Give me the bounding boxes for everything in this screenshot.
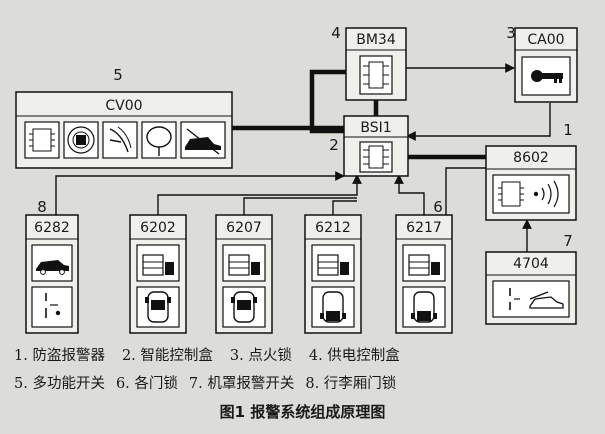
trunk-switch-icon <box>31 286 73 328</box>
ca00-code: CA00 <box>527 32 564 48</box>
bm34-number: 4 <box>331 24 341 42</box>
bsi1-number: 2 <box>329 136 339 154</box>
module-cv00: CV00 <box>15 91 233 169</box>
legend-row-2: 5. 多功能开关 6. 各门锁 7. 机罩报警开关 8. 行李厢门锁 <box>14 372 604 393</box>
wiper-icon <box>102 121 138 159</box>
module-4704: 4704 <box>485 251 577 325</box>
bsi1-code: BSI1 <box>360 120 391 136</box>
rotary-switch-icon <box>63 121 99 159</box>
trunk-car-icon <box>31 244 73 282</box>
legend-item: 1. 防盗报警器 <box>14 348 105 364</box>
legend-item: 8. 行李厢门锁 <box>305 376 397 392</box>
module-6217: 6217 <box>395 214 453 334</box>
legend-item: 2. 智能控制盒 <box>121 348 213 364</box>
bus-bm34-bsi-left <box>309 69 346 134</box>
bsi-relay-icon <box>359 141 393 173</box>
bm34-code: BM34 <box>356 32 396 48</box>
steering-column-icon <box>141 121 177 159</box>
wire-6217-bsi <box>394 174 425 215</box>
m6217-code: 6217 <box>406 220 442 236</box>
cv00-number: 5 <box>113 66 123 84</box>
wire-6282-bsi <box>55 171 345 215</box>
door-lock-icon <box>311 244 355 282</box>
legend-item: 5. 多功能开关 <box>14 376 105 392</box>
m4704-number: 7 <box>563 232 573 250</box>
module-6202: 6202 <box>129 214 187 334</box>
module-bsi1: BSI1 <box>343 115 409 177</box>
wiring <box>55 63 551 252</box>
m6202-code: 6202 <box>140 220 176 236</box>
m6282-code: 6282 <box>34 220 70 236</box>
m6282-number: 8 <box>37 198 47 216</box>
door-car-icon <box>136 286 180 328</box>
m8602-number: 1 <box>563 121 573 139</box>
hood-switch-icon <box>492 280 570 318</box>
ignition-key-icon <box>521 56 571 96</box>
alarm-siren-icon <box>492 174 570 214</box>
relay-icon <box>359 55 393 95</box>
module-6212: 6212 <box>304 214 362 334</box>
m6217-number: 6 <box>433 198 443 216</box>
legend-item: 7. 机罩报警开关 <box>188 376 295 392</box>
door-lock-icon <box>402 244 446 282</box>
m8602-code: 8602 <box>513 150 549 166</box>
legend-item: 6. 各门锁 <box>115 376 178 392</box>
m6212-code: 6212 <box>315 220 351 236</box>
door-lock-icon <box>136 244 180 282</box>
door-lock-icon <box>222 244 266 282</box>
ca00-number: 3 <box>506 24 516 42</box>
wire-6212 <box>332 200 357 215</box>
legend-item: 4. 供电控制盒 <box>308 348 400 364</box>
figure-caption: 图1 报警系统组成原理图 <box>219 403 386 421</box>
m4704-code: 4704 <box>513 256 549 272</box>
wire-8602-6217 <box>445 167 486 220</box>
wire-6207 <box>243 197 357 215</box>
cv00-code: CV00 <box>105 98 142 114</box>
module-6207: 6207 <box>215 214 273 334</box>
door-car-icon <box>402 286 446 328</box>
legend-row-1: 1. 防盗报警器 2. 智能控制盒 3. 点火锁 4. 供电控制盒 <box>14 344 604 365</box>
car-alarm-icon <box>180 121 226 159</box>
door-car-icon <box>222 286 266 328</box>
wire-doors-bsi <box>157 174 362 215</box>
module-ca00: CA00 <box>514 27 578 103</box>
door-car-icon <box>311 286 355 328</box>
m6207-code: 6207 <box>226 220 262 236</box>
chip-icon <box>24 121 60 159</box>
legend-item: 3. 点火锁 <box>229 348 292 364</box>
module-6282: 6282 <box>25 214 79 334</box>
module-8602: 8602 <box>485 145 577 221</box>
wire-ca00-bsi <box>406 103 551 141</box>
module-bm34: BM34 <box>345 27 407 101</box>
